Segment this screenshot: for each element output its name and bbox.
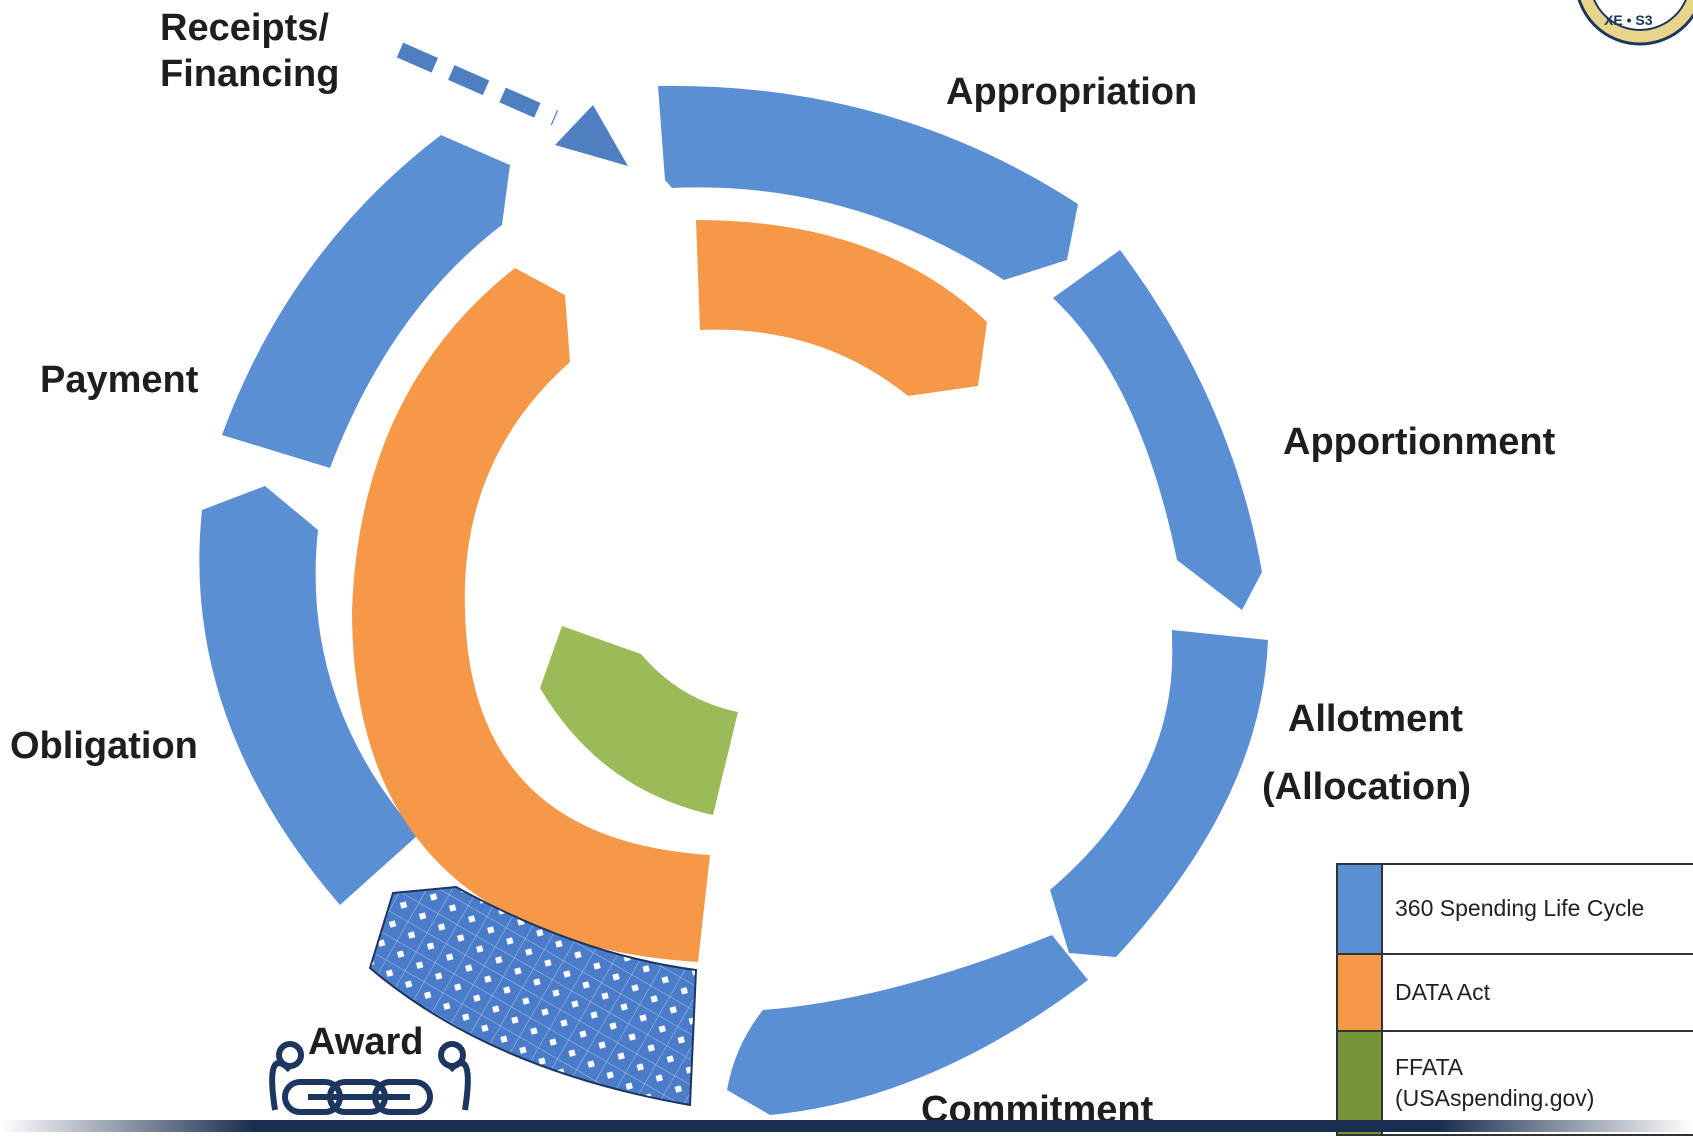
legend-label: DATA Act [1395, 978, 1491, 1005]
label-award: Award [308, 1021, 424, 1063]
legend-item-ffata: FFATA (USAspending.gov) [1338, 1032, 1693, 1134]
label-appropriation: Appropriation [946, 71, 1198, 113]
legend-swatch-blue [1338, 865, 1383, 953]
legend-item-360-spending: 360 Spending Life Cycle [1338, 865, 1693, 955]
legend-swatch-orange [1338, 955, 1383, 1030]
legend: 360 Spending Life Cycle DATA Act FFATA (… [1336, 863, 1693, 1136]
segment-award [368, 885, 698, 1107]
segment-data-act-main [352, 268, 710, 962]
legend-label-line1: FFATA [1395, 1053, 1464, 1080]
segment-obligation [199, 486, 418, 905]
label-obligation: Obligation [10, 725, 198, 767]
legend-item-data-act: DATA Act [1338, 955, 1693, 1032]
segment-commitment [727, 935, 1088, 1115]
segment-data-act-top [696, 220, 987, 396]
label-receipts: Receipts/ Financing [160, 7, 340, 95]
label-allotment: Allotment (Allocation) [1262, 698, 1471, 808]
segment-apportionment [1053, 250, 1262, 610]
segment-appropriation [658, 85, 1078, 280]
legend-label-line2: (USAspending.gov) [1395, 1085, 1595, 1111]
bottom-bar [0, 1120, 1693, 1132]
legend-swatch-green [1338, 1032, 1383, 1134]
segment-payment [222, 135, 510, 468]
label-apportionment: Apportionment [1283, 421, 1556, 463]
chain-link-icon [269, 1041, 471, 1115]
label-payment: Payment [40, 359, 199, 401]
svg-text:XE • S3: XE • S3 [1604, 12, 1653, 28]
segment-allotment [1050, 630, 1268, 957]
receipts-arrow [396, 42, 628, 166]
legend-label: 360 Spending Life Cycle [1395, 895, 1645, 922]
legend-label: FFATA (USAspending.gov) [1383, 1032, 1606, 1134]
seal-emblem-icon: XE • S3 [1577, 0, 1693, 46]
segment-ffata [540, 626, 738, 815]
